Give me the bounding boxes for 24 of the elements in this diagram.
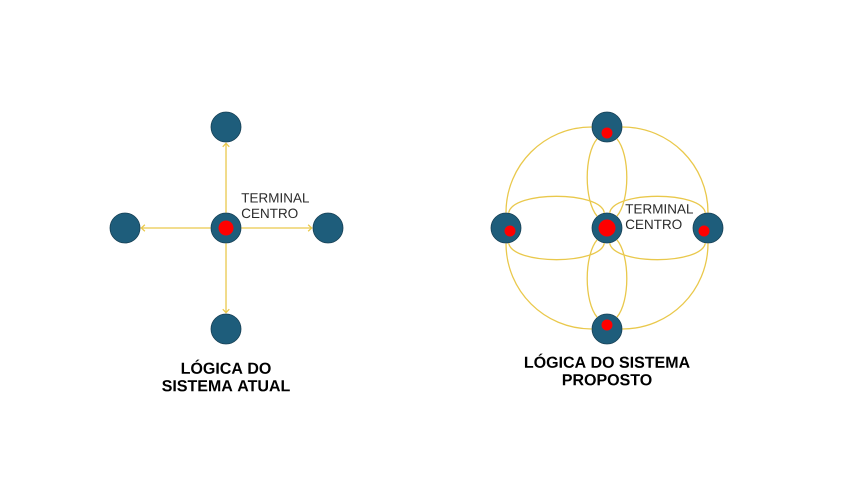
connector-line [622, 243, 709, 330]
node-circle [312, 212, 344, 244]
connector-line [505, 243, 592, 330]
connector-line [508, 196, 605, 214]
connector-line [616, 138, 628, 217]
connector-line [609, 242, 706, 260]
node-label: TERMINAL CENTRO [626, 204, 693, 230]
node-label: TERMINAL CENTRO [242, 193, 310, 218]
connector-line [505, 126, 592, 213]
node-circle [210, 314, 242, 344]
arrow [222, 243, 230, 314]
node-circle [210, 112, 242, 142]
connector-line [508, 242, 605, 260]
arrow [222, 142, 230, 213]
diagram-caption: LÓGICA DO SISTEMA PROPOSTO [524, 354, 690, 386]
diagram-caption: LÓGICA DO SISTEMA ATUAL [162, 360, 290, 392]
connector-line [586, 138, 598, 217]
connector-line [609, 196, 706, 214]
arrow [241, 224, 313, 232]
arrow [140, 224, 211, 232]
node-circle [110, 212, 140, 244]
connector-line [586, 239, 598, 318]
connector-line [622, 126, 709, 213]
connector-line [616, 239, 628, 318]
